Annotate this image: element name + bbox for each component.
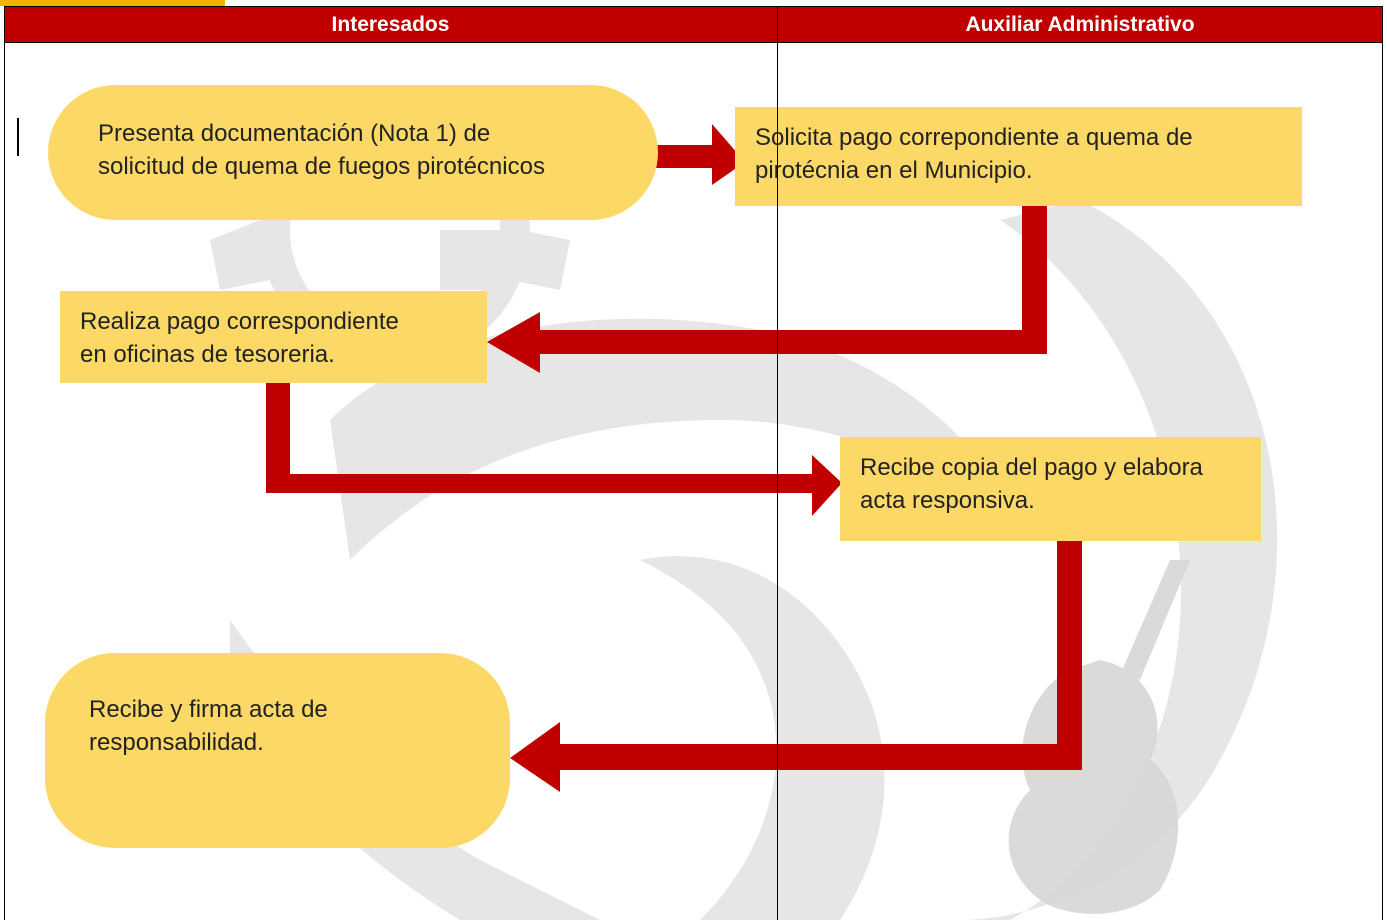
table-header: Interesados Auxiliar Administrativo xyxy=(4,6,1383,43)
table-border-left xyxy=(4,6,5,920)
step-4-line-2: acta responsiva. xyxy=(860,487,1035,514)
step-4-recibe-copia: Recibe copia del pago y elabora acta res… xyxy=(840,437,1261,541)
step-2-line-2: pirotécnia en el Municipio. xyxy=(755,157,1033,184)
header-auxiliar-administrativo: Auxiliar Administrativo xyxy=(965,13,1195,36)
top-white-cell xyxy=(225,0,1387,6)
table-border-right xyxy=(1382,6,1383,920)
step-2-line-1: Solicita pago correpondiente a quema de xyxy=(755,124,1193,151)
header-interesados: Interesados xyxy=(331,13,450,36)
step-1-line-2: solicitud de quema de fuegos pirotécnico… xyxy=(98,153,545,180)
step-4-line-1: Recibe copia del pago y elabora xyxy=(860,454,1203,481)
top-gold-cell xyxy=(0,0,225,6)
step-1-presenta-documentacion: Presenta documentación (Nota 1) de solic… xyxy=(48,85,658,220)
arrow-step2-to-step3 xyxy=(487,205,1047,373)
step-3-line-1: Realiza pago correspondiente xyxy=(80,308,399,335)
top-strip xyxy=(0,0,1387,6)
lane-divider xyxy=(777,6,778,920)
arrow-step4-to-step5 xyxy=(510,541,1082,792)
arrow-step1-to-step2 xyxy=(652,124,745,185)
step-2-solicita-pago: Solicita pago correpondiente a quema de … xyxy=(735,107,1302,206)
step-1-line-1: Presenta documentación (Nota 1) de xyxy=(98,120,491,147)
step-3-line-2: en oficinas de tesoreria. xyxy=(80,341,335,368)
step-5-line-2: responsabilidad. xyxy=(89,729,264,756)
step-3-realiza-pago: Realiza pago correspondiente en oficinas… xyxy=(60,291,487,383)
text-cursor xyxy=(17,118,19,156)
arrow-step3-to-step4 xyxy=(266,383,842,516)
step-5-recibe-y-firma: Recibe y firma acta de responsabilidad. xyxy=(45,653,510,848)
step-5-line-1: Recibe y firma acta de xyxy=(89,696,328,723)
